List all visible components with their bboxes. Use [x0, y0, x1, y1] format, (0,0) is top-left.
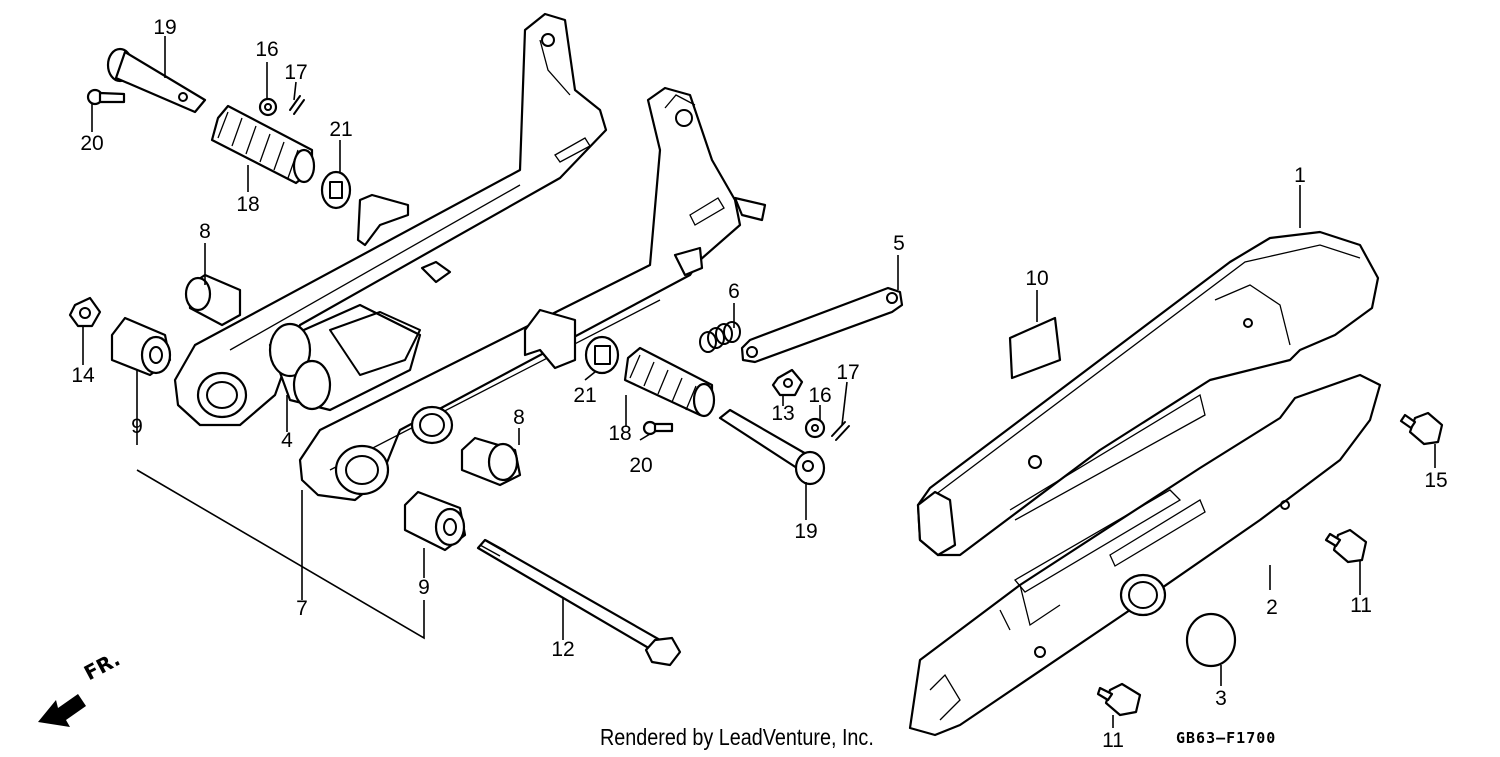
callout-9-lower: 9 [418, 576, 430, 599]
callout-4: 4 [281, 429, 293, 452]
callout-3: 3 [1215, 687, 1227, 710]
callout-21-upper: 21 [329, 118, 352, 141]
callout-17-upper: 17 [284, 61, 307, 84]
cap-part [1185, 612, 1237, 668]
bolt-part [1324, 528, 1368, 564]
callout-21-lower: 21 [573, 384, 596, 407]
bushing-part-lower [460, 436, 522, 487]
bearing-part [110, 316, 172, 377]
callout-16-right: 16 [808, 384, 831, 407]
callout-20-upper: 20 [80, 132, 103, 155]
collar-part-lower [584, 335, 620, 375]
leader-lines [82, 36, 1436, 728]
swing-arm-part [298, 86, 767, 502]
callout-5: 5 [893, 232, 905, 255]
bushing-part [184, 273, 242, 327]
chain-case-upper-part [916, 230, 1380, 557]
bolt-part-lower [1096, 682, 1142, 717]
cross-tube-part [268, 303, 422, 412]
front-arrow-icon [38, 694, 86, 727]
nut-part [68, 296, 102, 328]
callout-12: 12 [551, 638, 574, 661]
clip-part [289, 95, 305, 115]
callout-labels: 1 2 3 4 5 6 7 8 8 9 9 10 11 11 12 13 14 … [71, 16, 1447, 752]
callout-15: 15 [1424, 469, 1447, 492]
spring-part [699, 321, 741, 353]
callout-1: 1 [1294, 164, 1306, 187]
step-pin-part [106, 47, 207, 114]
diagram-code: GB63–F1700 [1176, 729, 1277, 747]
cotter-pin-part [86, 88, 126, 106]
callout-9-left: 9 [131, 415, 143, 438]
step-rubber-part [210, 104, 316, 185]
pivot-bolt-part [476, 538, 682, 667]
bolt-part-right [1399, 411, 1444, 446]
callout-19-lower: 19 [794, 520, 817, 543]
callout-8-lower: 8 [513, 406, 525, 429]
callout-6: 6 [728, 280, 740, 303]
step-pin-part-lower [718, 408, 826, 486]
callout-18-upper: 18 [236, 193, 259, 216]
step-rubber-part-lower [623, 346, 716, 418]
washer-part [258, 97, 278, 117]
link-plate-part [740, 286, 904, 364]
caution-label-part [1008, 316, 1062, 380]
collar-part [320, 170, 352, 210]
callout-20-lower: 20 [629, 454, 652, 477]
bearing-part-lower [403, 490, 467, 552]
washer-part-right [804, 417, 826, 439]
callout-18-lower: 18 [608, 422, 631, 445]
callout-10: 10 [1025, 267, 1048, 290]
callout-2: 2 [1266, 596, 1278, 619]
cotter-pin-part-lower [642, 420, 674, 436]
callout-11-lower: 11 [1102, 729, 1124, 752]
callout-16-upper: 16 [255, 38, 278, 61]
nut-part-right [771, 368, 804, 397]
callout-11-right: 11 [1350, 594, 1372, 617]
callout-14: 14 [71, 364, 95, 387]
chain-case-lower-part [908, 373, 1382, 737]
clip-part-right [831, 421, 850, 441]
callout-19-upper: 19 [153, 16, 176, 39]
callout-17-right: 17 [836, 361, 859, 384]
watermark-text: Rendered by LeadVenture, Inc. [600, 724, 874, 750]
callout-8-upper: 8 [199, 220, 211, 243]
callout-7: 7 [296, 597, 308, 620]
callout-13: 13 [771, 402, 794, 425]
swing-arm-left-part [173, 12, 608, 427]
